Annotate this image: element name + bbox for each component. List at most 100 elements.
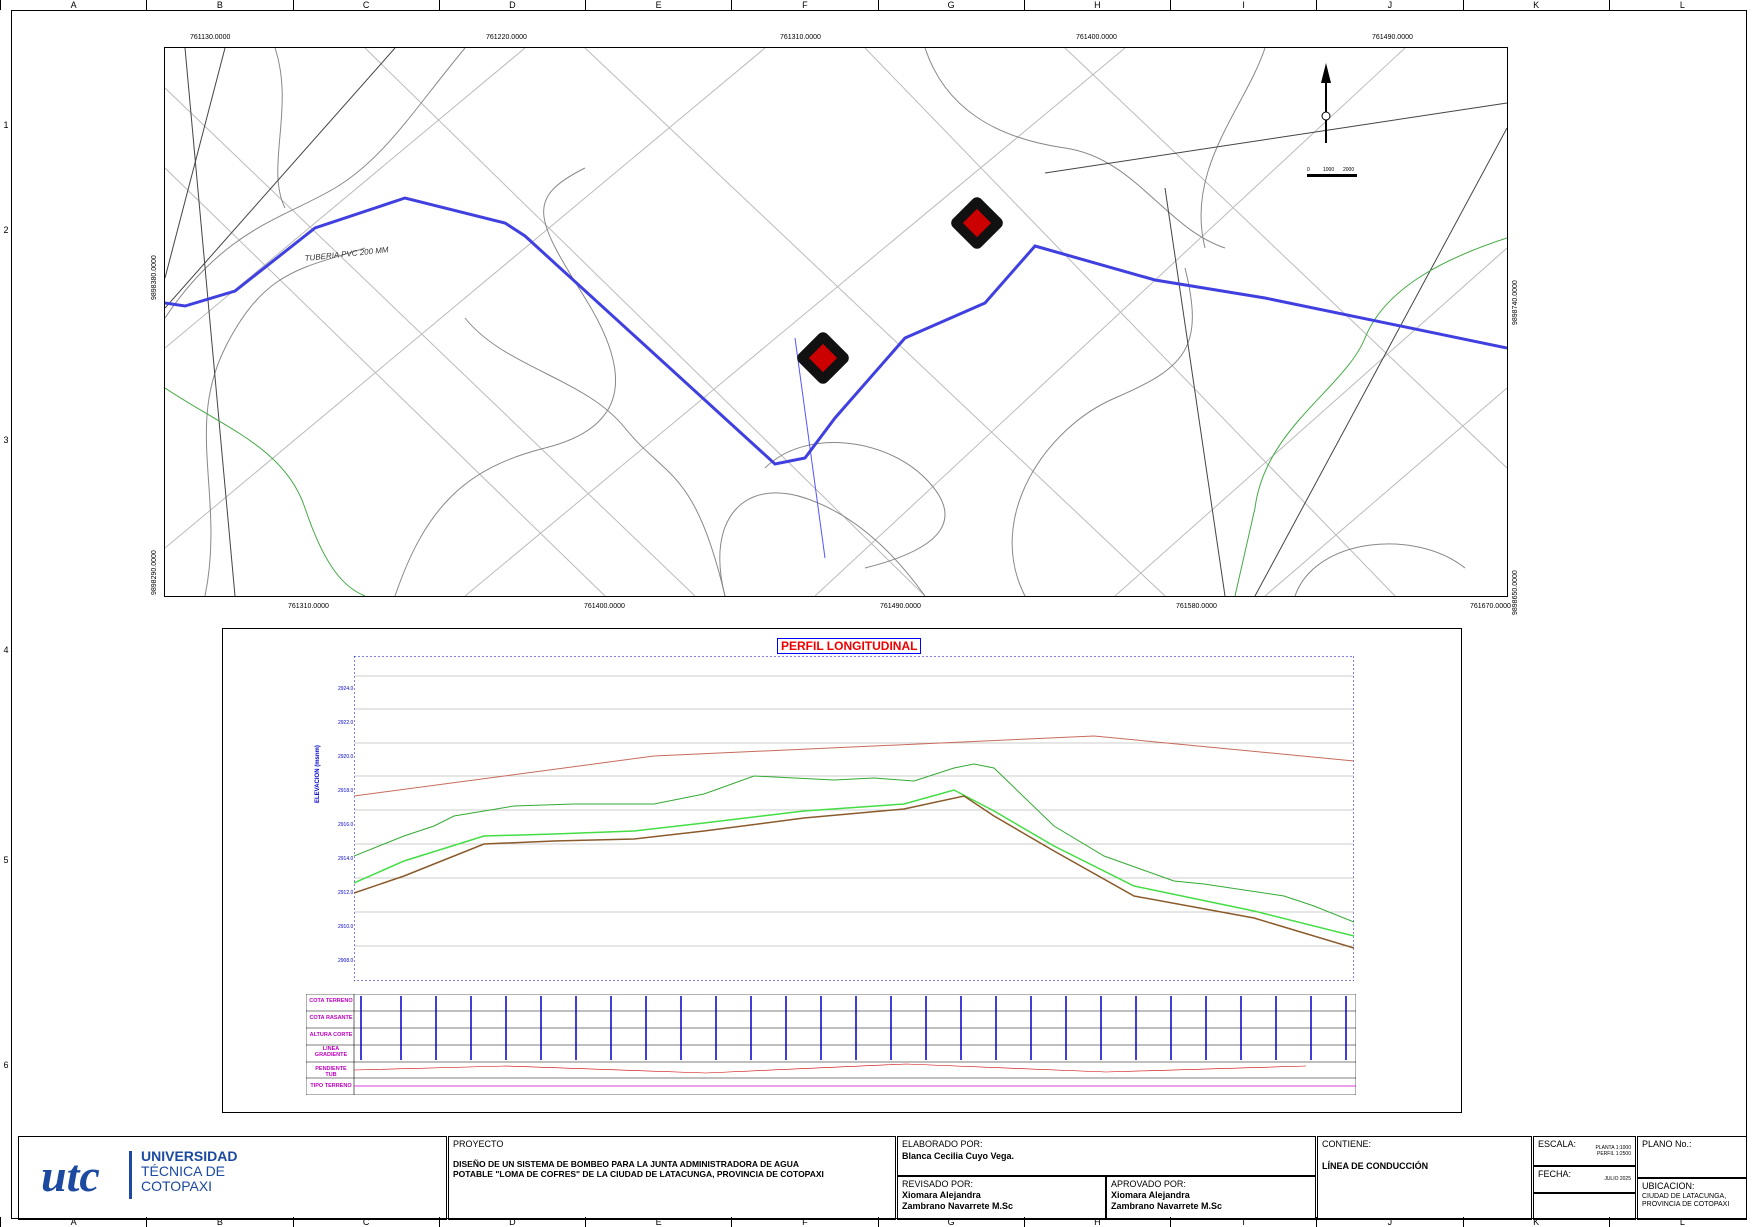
aprobado-box: APROVADO POR: Xiomara Alejandra Zambrano… <box>1106 1176 1316 1220</box>
grid-row: 6 <box>3 1060 9 1070</box>
grid-col: B <box>146 1217 292 1227</box>
profile-frame <box>222 628 1462 1113</box>
fecha-label: FECHA: <box>1538 1169 1572 1179</box>
project-box: PROYECTO DISEÑO DE UN SISTEMA DE BOMBEO … <box>448 1136 896 1220</box>
ytick: 2922.0 <box>338 720 354 726</box>
ytick: 2916.0 <box>338 822 354 828</box>
grid-col: I <box>1170 0 1316 10</box>
grid-col: H <box>1023 1217 1170 1227</box>
north-arrow <box>1321 63 1331 143</box>
grid-col: D <box>438 0 585 10</box>
grid-col: K <box>1462 0 1609 10</box>
revisado-label: REVISADO POR: <box>902 1179 974 1189</box>
contiene-value: LÍNEA DE CONDUCCIÓN <box>1322 1161 1429 1171</box>
row-label: COTA RASANTE <box>309 1015 353 1021</box>
grid-col: A <box>0 1217 146 1227</box>
pipeline-route <box>165 196 1507 466</box>
grid-col: C <box>292 0 439 10</box>
map-coord: 9898290.0000 <box>151 550 158 595</box>
row-label: COTA TERRENO <box>309 998 353 1004</box>
revisado-box: REVISADO POR: Xiomara Alejandra Zambrano… <box>897 1176 1106 1220</box>
pump-symbol <box>951 197 1003 249</box>
ytick: 2908.0 <box>338 958 354 964</box>
grid-col: B <box>146 0 292 10</box>
profile-title: PERFIL LONGITUDINAL <box>777 638 922 654</box>
profile-chart <box>353 655 1355 982</box>
revisado-value: Zambrano Navarrete M.Sc <box>902 1201 1014 1211</box>
aprobado-value: Xiomara Alejandra <box>1111 1190 1190 1200</box>
proyecto-label: PROYECTO <box>453 1139 504 1149</box>
map-coord: 9898650.0000 <box>1512 570 1519 615</box>
grid-col: G <box>877 0 1024 10</box>
grid-col: J <box>1316 1217 1462 1227</box>
tank-symbol <box>797 332 849 384</box>
map-coord: 761490.0000 <box>1372 34 1413 41</box>
university-name: UNIVERSIDAD TÉCNICA DE COTOPAXI <box>141 1149 237 1194</box>
map-drawing: TUBERIA PVC 200 MM 0 1000 2000 <box>165 48 1507 596</box>
grid-col: H <box>1023 0 1170 10</box>
grid-row: 3 <box>3 435 9 445</box>
scale-bar: 0 1000 2000 <box>1307 167 1357 177</box>
map-coord: 761400.0000 <box>1076 34 1117 41</box>
pipe-label: TUBERIA PVC 200 MM <box>304 245 389 263</box>
row-label: ALTURA CORTE <box>309 1032 353 1038</box>
ytick: 2924.0 <box>338 686 354 692</box>
profile-table <box>305 993 1357 1096</box>
map-coord: 761130.0000 <box>190 34 231 41</box>
contiene-label: CONTIENE: <box>1322 1139 1372 1149</box>
escala-box: ESCALA: PLANTA 1:1000 PERFIL 1:2500 <box>1533 1136 1636 1166</box>
row-label: PENDIENTE TUB <box>315 1066 347 1078</box>
grid-col: G <box>877 1217 1024 1227</box>
utc-logo: utc <box>41 1150 100 1201</box>
grid-col: A <box>0 0 146 10</box>
ubicacion-value: CIUDAD DE LATACUNGA, <box>1642 1193 1727 1200</box>
escala-label: ESCALA: <box>1538 1139 1577 1149</box>
map-coord: 761400.0000 <box>584 603 625 610</box>
fecha-box: FECHA: JULIO 2025 <box>1533 1166 1636 1193</box>
scale-label: 1000 <box>1323 167 1334 173</box>
escala-value: PERFIL 1:2500 <box>1596 1151 1631 1157</box>
plano-box: PLANO No.: <box>1637 1136 1747 1178</box>
map-coord: 761220.0000 <box>486 34 527 41</box>
scale-label: 2000 <box>1343 167 1354 173</box>
map-coord: 9898380.0000 <box>151 255 158 300</box>
ytick: 2910.0 <box>338 924 354 930</box>
grid-col: L <box>1608 1217 1755 1227</box>
elaborado-label: ELABORADO POR: <box>902 1139 983 1149</box>
grid-row: 5 <box>3 855 9 865</box>
ytick: 2918.0 <box>338 788 354 794</box>
aprobado-value: Zambrano Navarrete M.Sc <box>1111 1201 1223 1211</box>
grid-col: E <box>585 1217 731 1227</box>
revisado-value: Xiomara Alejandra <box>902 1190 981 1200</box>
map-coord: 761670.0000 <box>1470 603 1511 610</box>
grid-row: 4 <box>3 645 9 655</box>
grid-row: 2 <box>3 225 9 235</box>
logo-box: utc UNIVERSIDAD TÉCNICA DE COTOPAXI <box>18 1136 447 1220</box>
map-coord: 761310.0000 <box>780 34 821 41</box>
map-coord: 761580.0000 <box>1176 603 1217 610</box>
blank-box <box>1533 1193 1636 1220</box>
grid-col: D <box>438 1217 585 1227</box>
grid-col: J <box>1316 0 1462 10</box>
grid-rows-left: 1 2 3 4 5 6 <box>0 10 12 1217</box>
contiene-box: CONTIENE: LÍNEA DE CONDUCCIÓN <box>1317 1136 1532 1220</box>
row-label: LINEA GRADIENTE <box>314 1046 348 1058</box>
map-coord: 761490.0000 <box>880 603 921 610</box>
profile-ylabel: ELEVACION (msnm) <box>315 745 321 803</box>
aprobado-label: APROVADO POR: <box>1111 1179 1186 1189</box>
elaborado-value: Blanca Cecilia Cuyo Vega. <box>902 1151 1015 1161</box>
grid-col: K <box>1462 1217 1609 1227</box>
sheet-border <box>11 10 1747 1219</box>
grid-col: C <box>292 1217 439 1227</box>
map-coord: 761310.0000 <box>288 603 329 610</box>
plano-label: PLANO No.: <box>1642 1139 1692 1149</box>
fecha-value: JULIO 2025 <box>1604 1176 1631 1182</box>
elaborado-box: ELABORADO POR: Blanca Cecilia Cuyo Vega. <box>897 1136 1316 1176</box>
grid-col: F <box>731 1217 877 1227</box>
ubicacion-box: UBICACION: CIUDAD DE LATACUNGA, PROVINCI… <box>1637 1178 1747 1220</box>
proyecto-text: DISEÑO DE UN SISTEMA DE BOMBEO PARA LA J… <box>453 1159 824 1179</box>
grid-row: 1 <box>3 120 9 130</box>
